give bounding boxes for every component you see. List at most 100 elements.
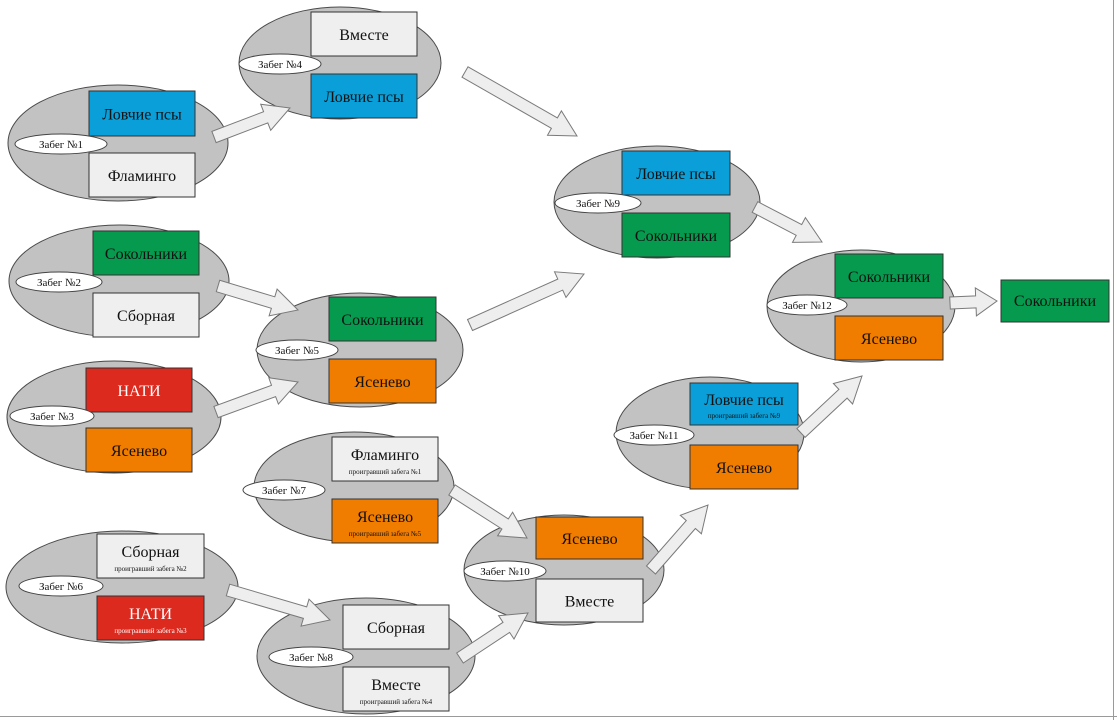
- team-name: Сборная: [117, 308, 176, 325]
- team-name: Ясенево: [357, 509, 413, 526]
- heat-6: Сборная проигравший забега №2 НАТИ проиграв…: [5, 530, 239, 644]
- team-box: [689, 382, 799, 426]
- heat-7: Фламинго проигравший забега №1 Ясенево прои…: [242, 431, 455, 544]
- connector-arrow-6: [751, 201, 823, 243]
- heat-label-pill: [238, 53, 322, 75]
- team-box: [689, 444, 799, 490]
- team-box: [331, 436, 439, 482]
- loser-note: проигравший забега №2: [114, 565, 187, 573]
- connector-arrow-8: [448, 484, 528, 539]
- heat-label-pill: [766, 294, 848, 316]
- team-box: [88, 152, 196, 198]
- heat-label-pill: [268, 646, 354, 668]
- team-box: [621, 212, 731, 258]
- heat-label: Забег №12: [782, 300, 831, 312]
- loser-note: проигравший забега №4: [360, 698, 433, 706]
- team-box: [328, 358, 437, 404]
- team-name: Фламинго: [108, 168, 176, 185]
- frame-bottom-edge: [0, 716, 1117, 717]
- team-box: [834, 315, 944, 361]
- heat-label: Забег №2: [37, 277, 81, 289]
- heat-label: Забег №3: [30, 411, 74, 423]
- team-name: Сборная: [121, 544, 180, 561]
- team-name: Фламинго: [351, 447, 419, 464]
- heat-label: Забег №6: [39, 581, 83, 593]
- team-box: [88, 90, 196, 137]
- heat-label: Забег №10: [480, 566, 530, 578]
- connector-arrow-5: [466, 271, 585, 332]
- heat-label-pill: [9, 405, 95, 427]
- team-name: Ясенево: [861, 331, 917, 348]
- team-box: [92, 292, 200, 338]
- loser-note: проигравший забега №9: [708, 412, 781, 420]
- loser-note: проигравший забега №3: [114, 627, 187, 635]
- team-name: Сокольники: [341, 312, 424, 329]
- team-box: [834, 253, 944, 299]
- team-box: [535, 516, 644, 560]
- team-name: Ясенево: [561, 531, 617, 548]
- heat-label-pill: [613, 424, 695, 446]
- team-box: [310, 11, 418, 57]
- team-name: НАТИ: [129, 606, 172, 623]
- team-name: Вместе: [565, 594, 615, 611]
- connector-arrow-12: [796, 375, 863, 439]
- heat-label-pill: [18, 575, 104, 597]
- team-name: Ловчие псы: [704, 392, 784, 409]
- team-box: [331, 498, 439, 544]
- heat-3: НАТИ Ясенево Забег №3: [6, 360, 222, 474]
- team-box: [535, 578, 644, 623]
- team-name: Ясенево: [354, 374, 410, 391]
- team-box: [96, 533, 205, 579]
- heat-label-pill: [554, 192, 642, 214]
- heat-label-pill: [463, 560, 547, 582]
- team-name: Ловчие псы: [636, 166, 716, 183]
- team-name: Сокольники: [848, 269, 931, 286]
- heat-label-pill: [255, 339, 339, 361]
- winner-box: [1000, 279, 1110, 323]
- team-box: [342, 666, 450, 712]
- heat-label: Забег №4: [258, 59, 302, 71]
- connector-arrow-1: [211, 103, 291, 144]
- connector-arrow-2: [215, 279, 300, 317]
- team-box: [85, 427, 193, 473]
- heat-label: Забег №1: [39, 139, 83, 151]
- heat-label-pill: [14, 133, 108, 155]
- heat-label-pill: [15, 271, 103, 293]
- team-name: Сокольники: [105, 246, 188, 263]
- winner-name: Сокольники: [1014, 293, 1097, 310]
- team-box: [96, 595, 205, 641]
- connector-arrow-10: [456, 612, 529, 664]
- team-name: Ясенево: [111, 443, 167, 460]
- heat-label: Забег №11: [629, 430, 678, 442]
- team-name: Ловчие псы: [102, 107, 182, 124]
- team-name: Сборная: [367, 620, 426, 637]
- heat-label: Забег №5: [275, 345, 319, 357]
- heat-label-pill: [242, 479, 326, 501]
- connector-arrow-7: [949, 286, 998, 317]
- team-name: НАТИ: [117, 383, 160, 400]
- heat-label: Забег №7: [262, 485, 306, 497]
- connector-arrow-4: [461, 66, 578, 137]
- team-name: Ловчие псы: [324, 89, 404, 106]
- heat-label: Забег №8: [289, 652, 333, 664]
- frame-right-edge: [1113, 0, 1114, 720]
- loser-note: проигравший забега №5: [349, 530, 422, 538]
- team-box: [328, 296, 437, 342]
- connector-arrow-11: [645, 504, 709, 575]
- team-box: [310, 73, 418, 119]
- loser-note: проигравший забега №1: [349, 468, 422, 476]
- team-box: [85, 367, 193, 413]
- team-box: [621, 150, 731, 196]
- team-name: Вместе: [339, 27, 389, 44]
- team-box: [92, 230, 200, 276]
- connector-arrow-3: [213, 377, 299, 419]
